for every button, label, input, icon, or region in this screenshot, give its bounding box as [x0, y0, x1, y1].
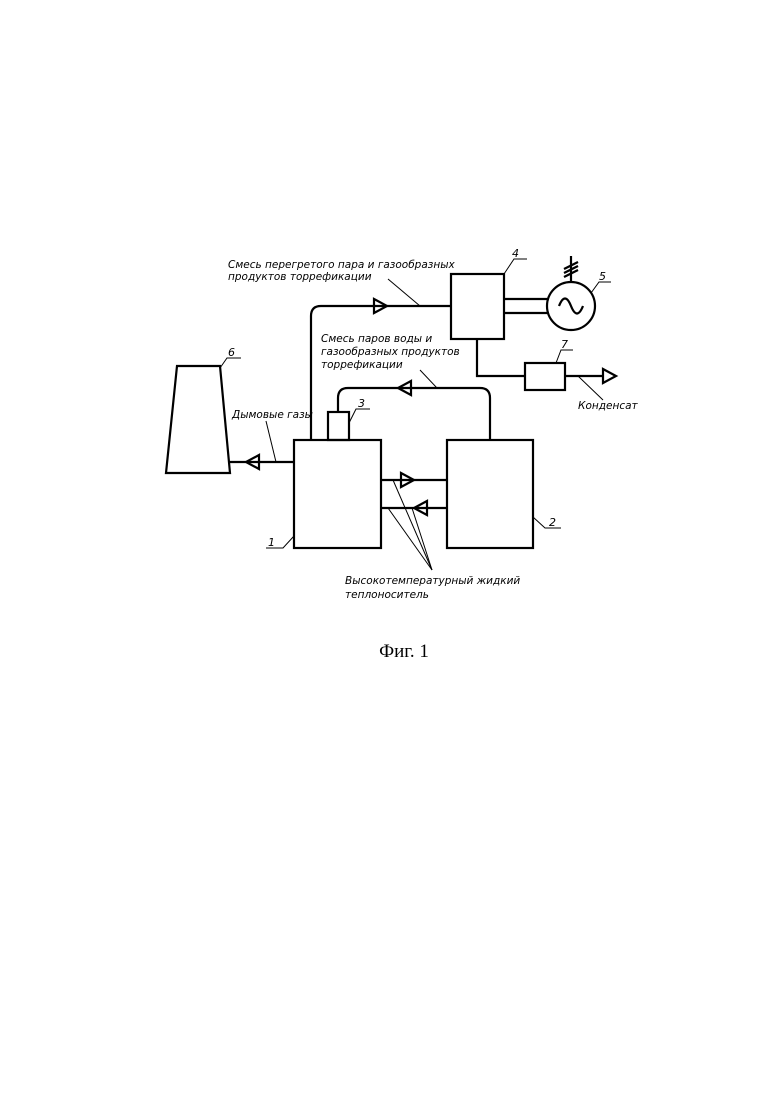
label-vapor-mix: газообразных продуктов: [321, 346, 460, 358]
number-7: 7: [561, 338, 568, 351]
leader-n7: [556, 350, 573, 363]
label-superheated-mix: продуктов торрефикации: [228, 271, 372, 283]
number-4: 4: [512, 247, 519, 260]
number-2: 2: [549, 516, 556, 529]
leader-n4: [504, 259, 527, 274]
turbine-4-box: [451, 274, 504, 339]
label-coolant: Высокотемпературный жидкий: [345, 575, 520, 587]
leader-superheated: [388, 279, 420, 306]
chimney-stack-6: [166, 366, 230, 473]
leader-n3: [349, 409, 370, 423]
leader-coolant: [412, 508, 432, 570]
generator-sine-icon: [559, 299, 583, 314]
leader-flue: [266, 421, 276, 462]
number-3: 3: [358, 397, 365, 410]
condensate-arrow: [603, 369, 616, 383]
leader-vapor: [420, 370, 437, 388]
label-superheated-mix: Смесь перегретого пара и газообразных: [228, 259, 456, 271]
exhaust-line: [477, 339, 525, 376]
leader-n5: [591, 282, 611, 293]
vapor-line: [338, 388, 490, 440]
label-vapor-mix: торрефикации: [321, 359, 403, 371]
condenser-7-box: [525, 363, 565, 390]
leader-n6: [220, 358, 241, 368]
leader-n2: [533, 517, 561, 528]
label-coolant: теплоноситель: [345, 589, 429, 601]
unit-1-box: [294, 440, 381, 548]
label-condensate: Конденсат: [578, 400, 639, 412]
leader-coolant: [393, 480, 432, 570]
superheated-steam-line: [311, 306, 451, 440]
leader-coolant: [388, 508, 432, 570]
number-5: 5: [599, 270, 606, 283]
label-vapor-mix: Смесь паров воды и: [321, 333, 432, 345]
label-flue-gas: Дымовые газы: [231, 409, 313, 421]
number-1: 1: [268, 536, 275, 549]
number-6: 6: [228, 346, 235, 359]
unit-3-box: [328, 412, 349, 440]
figure-caption: Фиг. 1: [379, 641, 429, 662]
unit-2-box: [447, 440, 533, 548]
leader-condensate: [578, 376, 603, 400]
